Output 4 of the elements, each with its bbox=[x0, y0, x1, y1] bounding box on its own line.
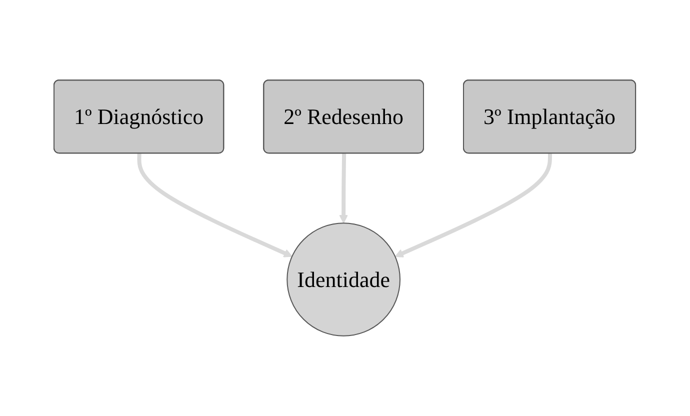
arrow bbox=[394, 154, 552, 258]
node-circle: Identidade bbox=[286, 222, 401, 336]
arrow bbox=[137, 154, 293, 258]
arrow bbox=[339, 154, 348, 224]
